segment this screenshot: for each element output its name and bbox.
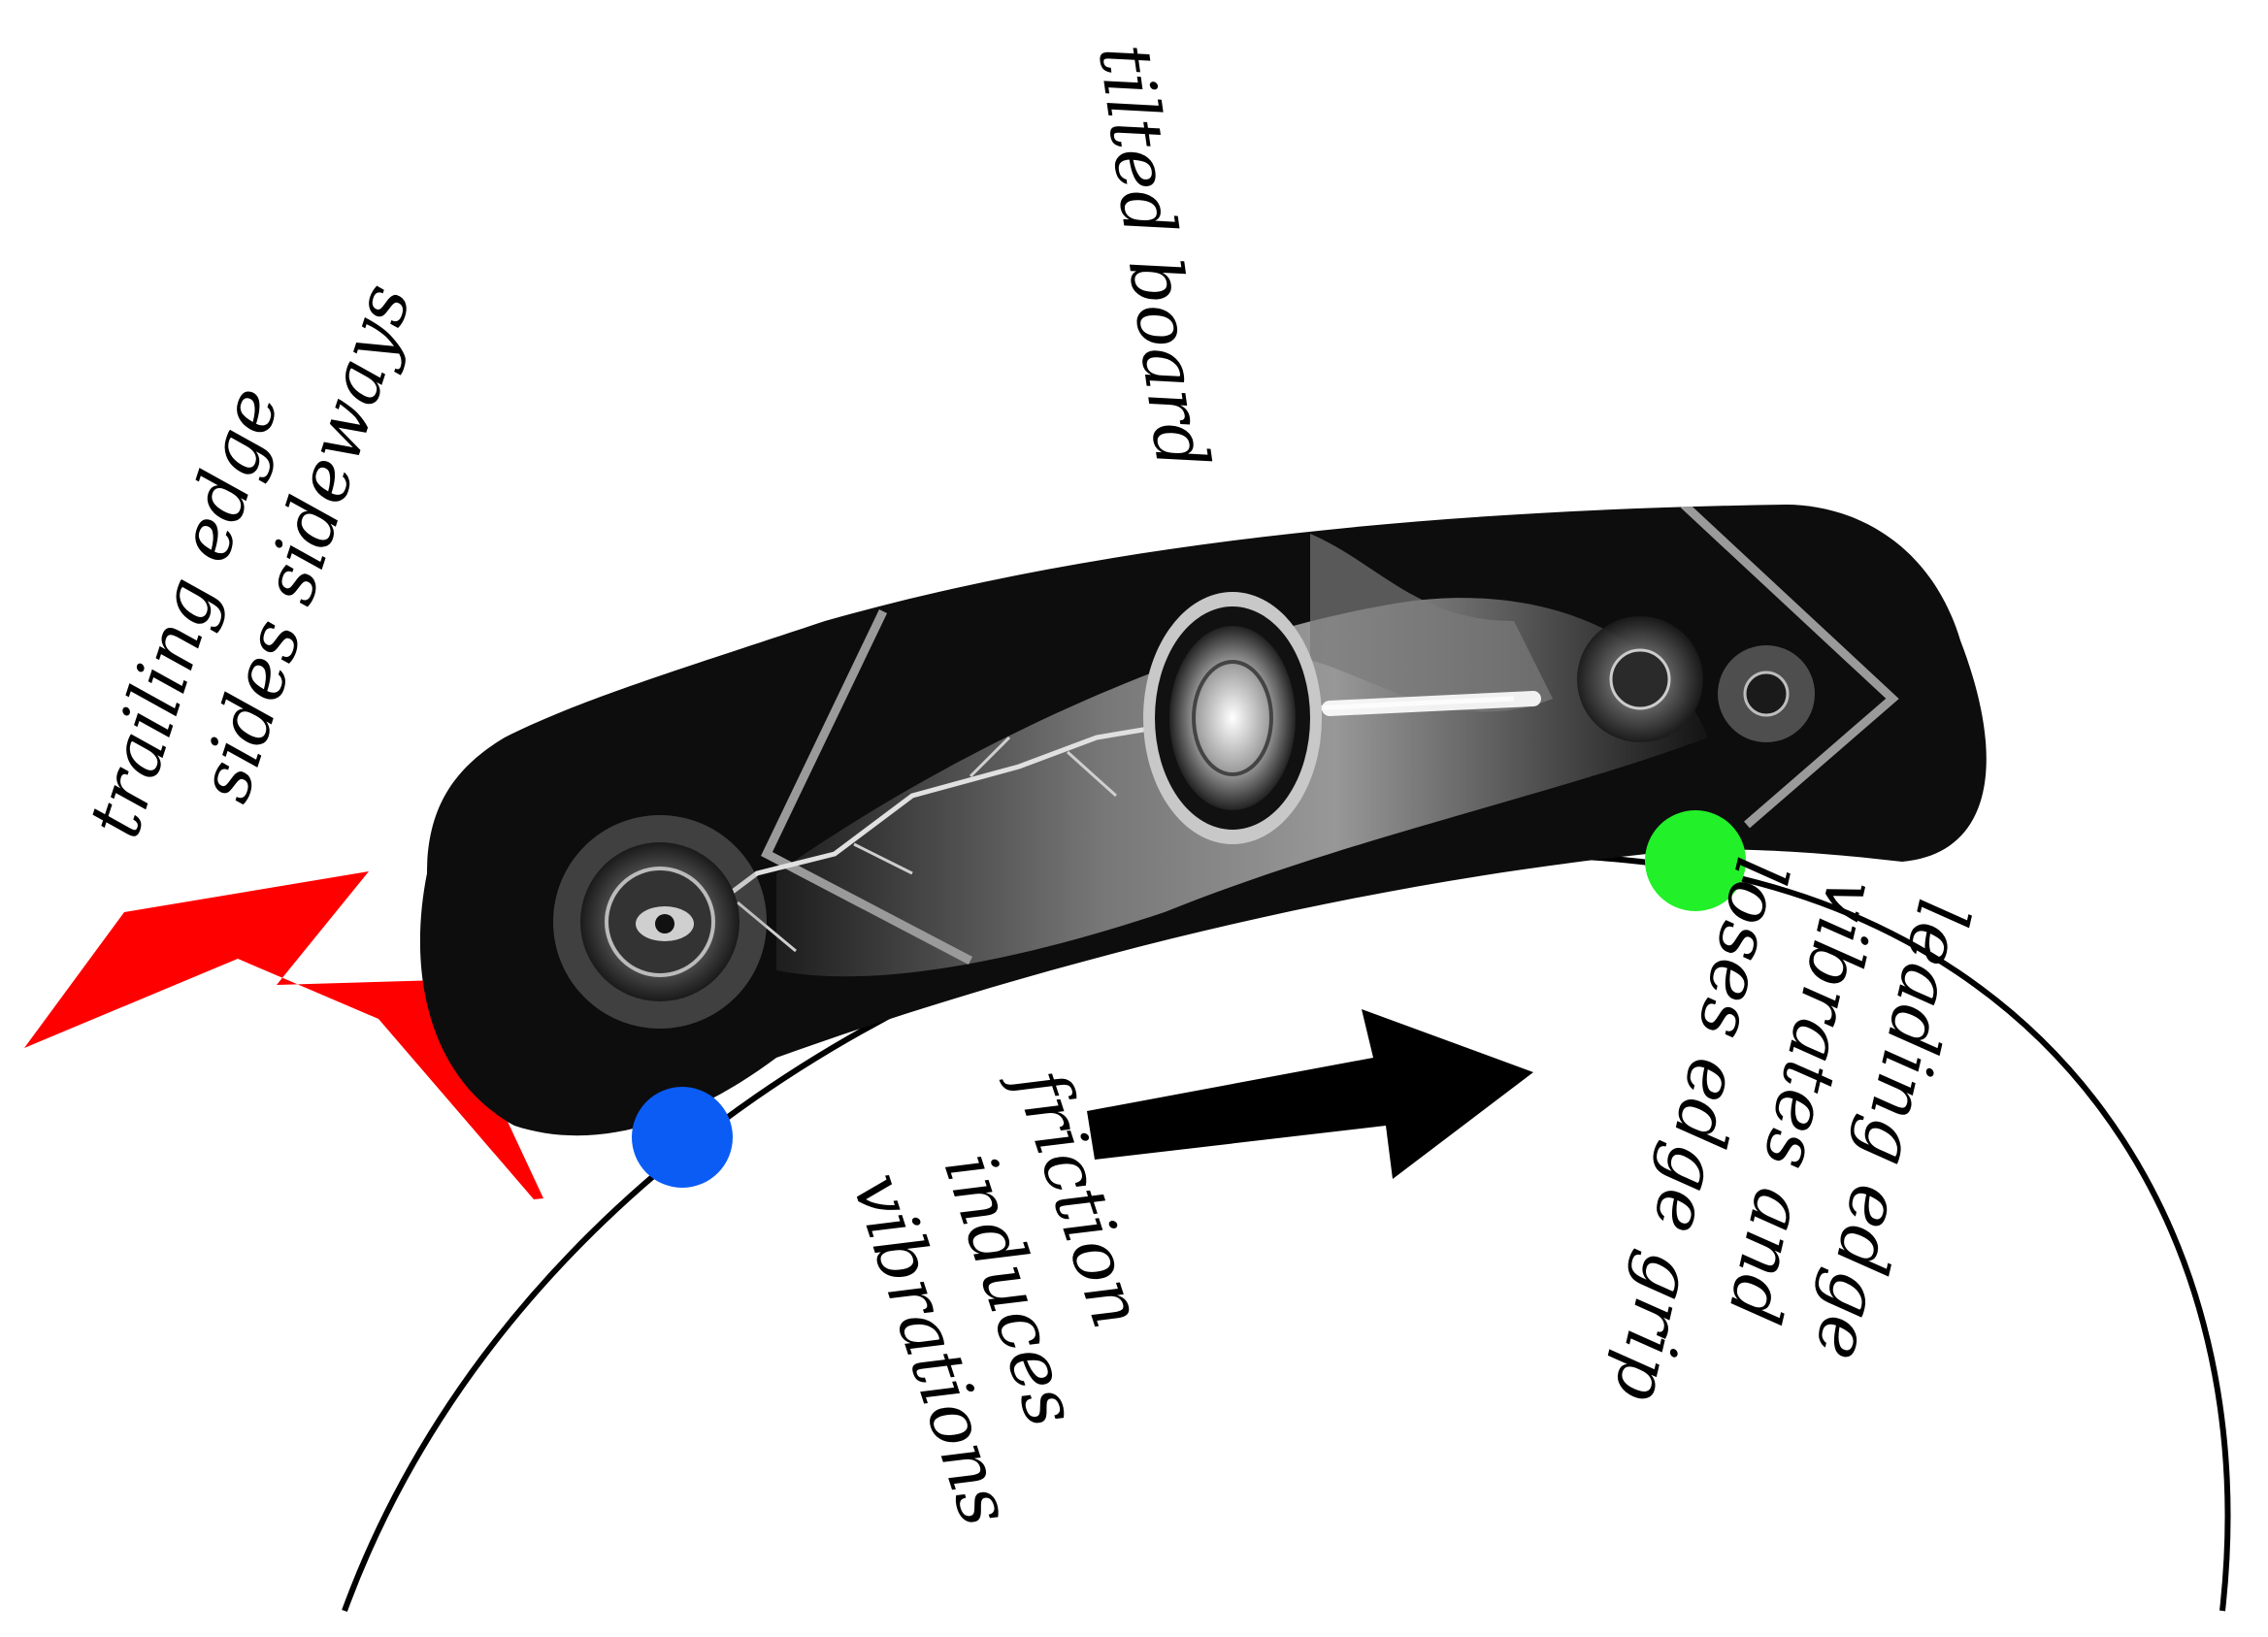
friction-point bbox=[632, 1087, 733, 1188]
snowboard-icon bbox=[419, 505, 1987, 1136]
black-arrow-icon bbox=[1087, 1009, 1533, 1179]
leading-edge-point bbox=[1645, 810, 1746, 911]
red-arrow-icon bbox=[24, 871, 543, 1199]
